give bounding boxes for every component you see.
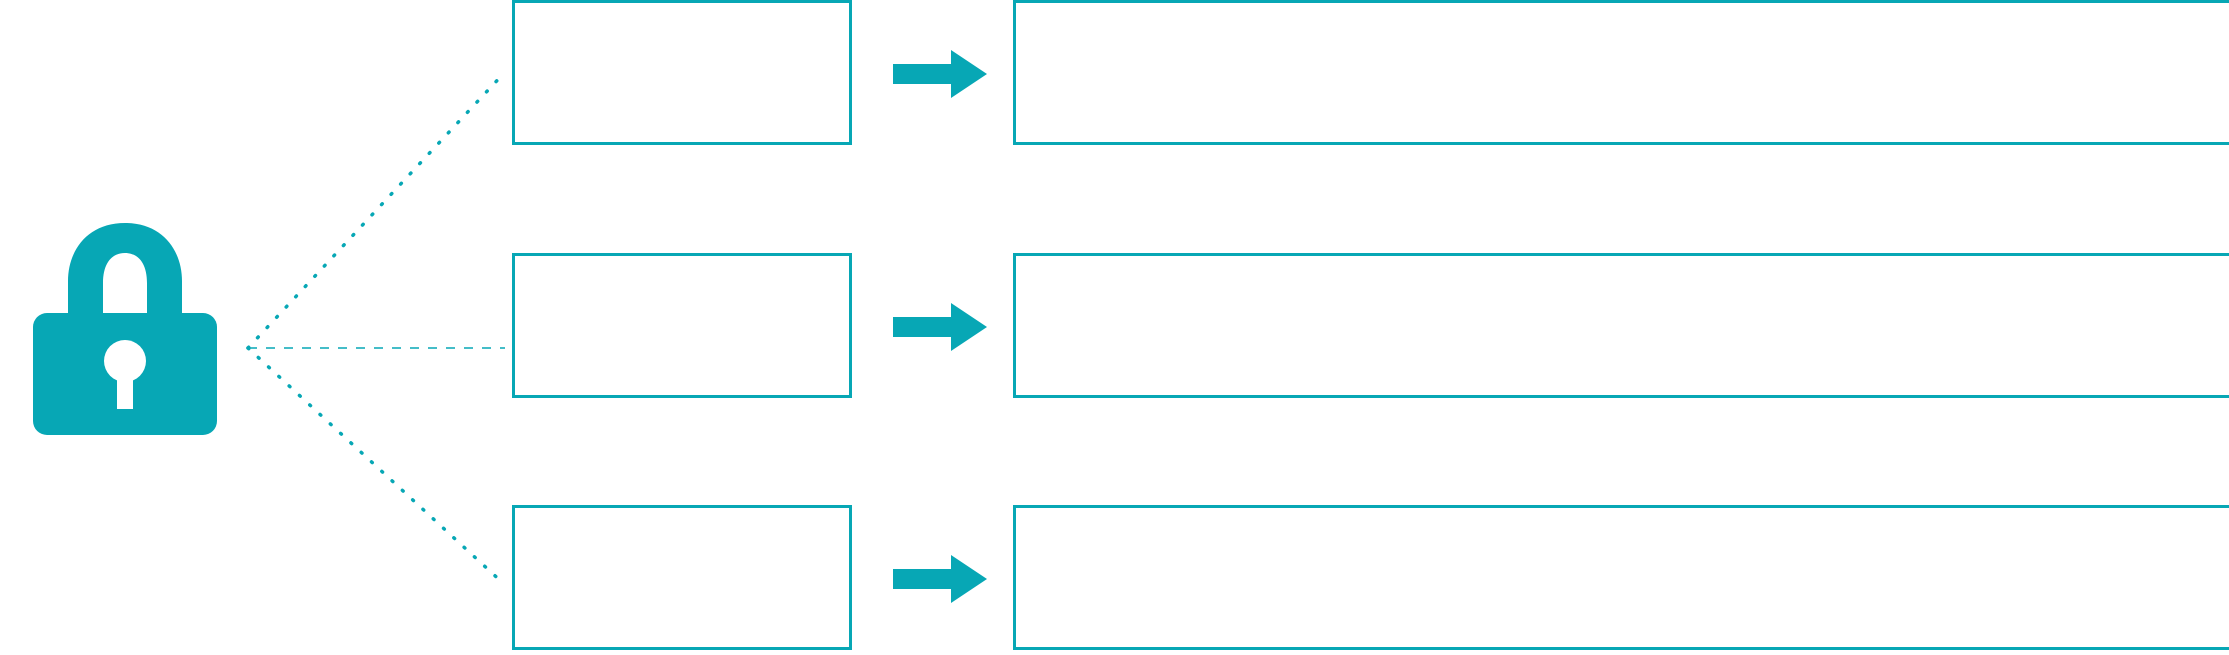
right-box-1[interactable] (1013, 0, 2229, 145)
padlock-icon (30, 215, 220, 440)
diagram-row (0, 0, 2229, 150)
arrow-right-icon-1 (893, 48, 987, 100)
left-box-2[interactable] (512, 253, 852, 398)
right-box-1-label (1016, 3, 2229, 23)
arrow-right-icon-3 (893, 553, 987, 605)
left-box-2-label (515, 256, 849, 276)
diagram-row (0, 253, 2229, 403)
right-box-2[interactable] (1013, 253, 2229, 398)
left-box-3-label (515, 508, 849, 528)
arrow-right-icon-2 (893, 301, 987, 353)
left-box-3[interactable] (512, 505, 852, 650)
right-box-3-label (1016, 508, 2229, 528)
right-box-2-label (1016, 256, 2229, 276)
left-box-1[interactable] (512, 0, 852, 145)
left-box-1-label (515, 3, 849, 23)
diagram-row (0, 505, 2229, 655)
right-box-3[interactable] (1013, 505, 2229, 650)
